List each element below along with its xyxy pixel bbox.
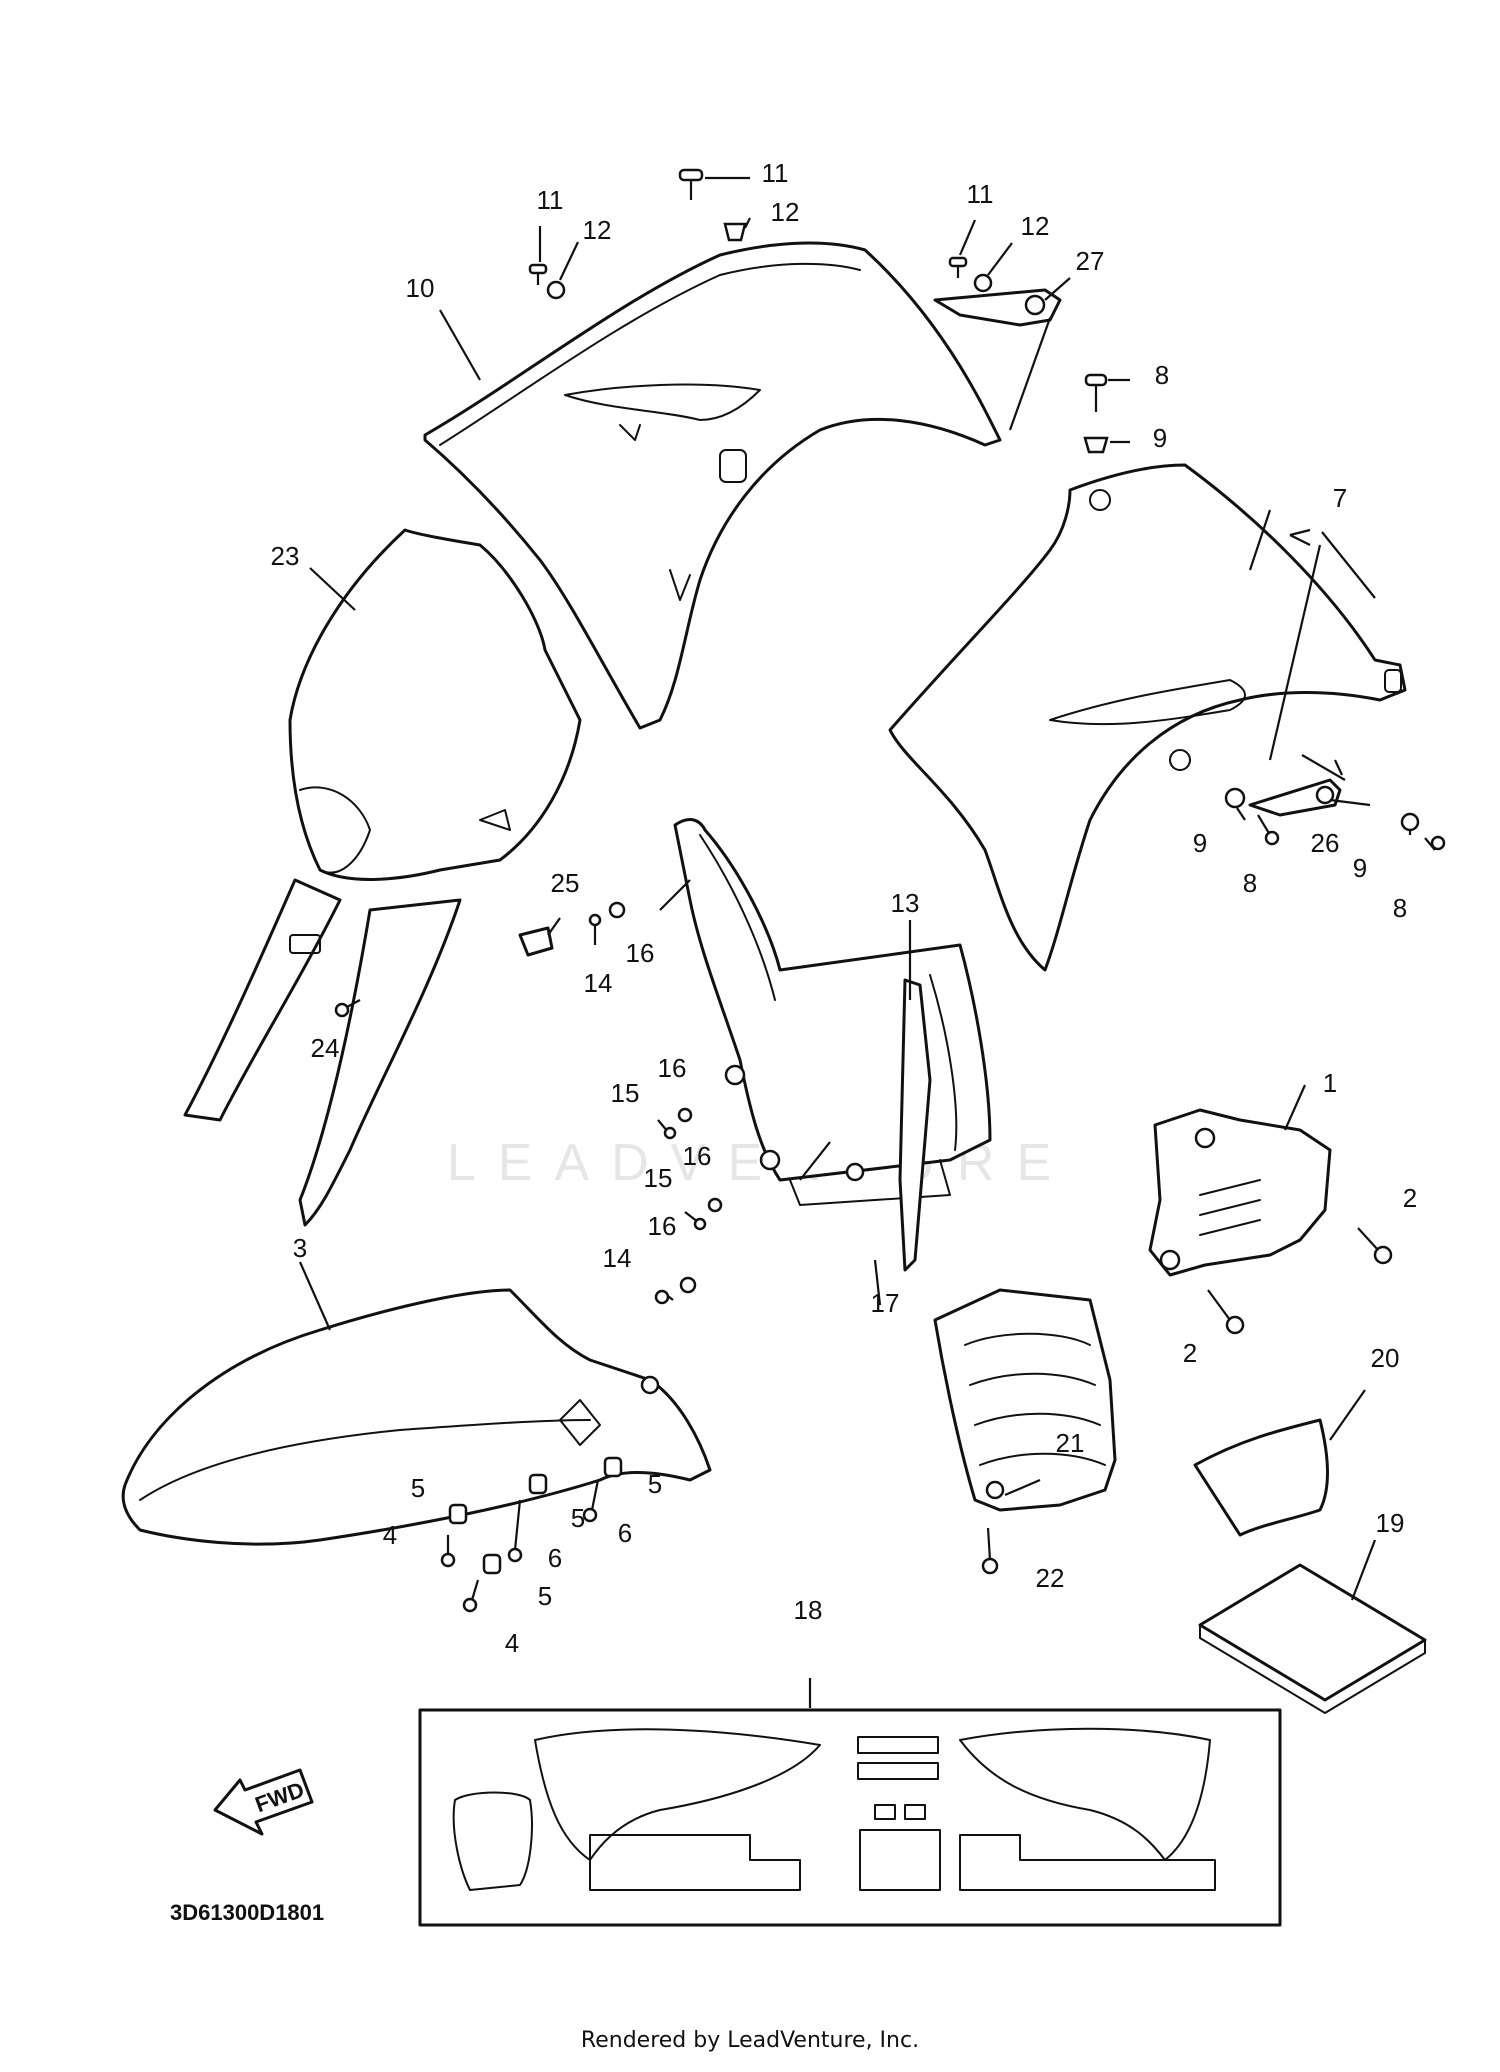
screw-4-a: [440, 1535, 456, 1568]
callout-21: 21: [1056, 1428, 1085, 1458]
callout-19: 19: [1376, 1508, 1405, 1538]
screw-15-b: [684, 1211, 707, 1231]
washer-5-a: [448, 1503, 468, 1525]
screw-4-b: [462, 1579, 480, 1613]
washer-16-a: [677, 1107, 693, 1123]
callout-16a: 16: [626, 938, 655, 968]
callout-6b: 6: [618, 1518, 632, 1548]
washer-16-b: [707, 1197, 723, 1213]
callout-27: 27: [1076, 246, 1105, 276]
fasteners: [334, 168, 1446, 1613]
callout-3: 3: [293, 1233, 307, 1263]
screw-2-a: [1357, 1227, 1393, 1265]
screw-22: [981, 1527, 999, 1575]
screw-11-mid: [678, 168, 704, 200]
washer-12-mid: [723, 222, 747, 242]
callout-9c: 9: [1353, 853, 1367, 883]
part-17-rib: [845, 978, 932, 1272]
fwd-direction-arrow: FWD: [213, 1768, 314, 1836]
part-27-bracket: [933, 288, 1062, 327]
part-21-air-duct: [933, 1288, 1117, 1512]
part-7-side-cowl: [888, 463, 1407, 972]
callout-11c: 11: [967, 179, 994, 209]
washer-16-top: [608, 901, 626, 919]
screw-11-left: [528, 263, 548, 285]
screw-8-top: [1084, 373, 1108, 412]
screw-15-a: [657, 1119, 677, 1140]
washer-9-b: [1400, 812, 1420, 832]
part-23-headlight-cowl: [183, 528, 582, 1227]
leader-lines: [298, 176, 1412, 1708]
screw-6-a: [507, 1499, 523, 1563]
callout-24: 24: [311, 1033, 340, 1063]
callout-5d: 5: [538, 1581, 552, 1611]
part-20-cover: [1193, 1418, 1329, 1537]
callout-5a: 5: [411, 1473, 425, 1503]
callout-16c: 16: [683, 1141, 712, 1171]
callout-11a: 11: [537, 185, 564, 215]
washer-9-top: [1083, 436, 1109, 454]
callout-9a: 9: [1153, 423, 1167, 453]
footer-credit: Rendered by LeadVenture, Inc.: [580, 2028, 920, 2053]
callout-5c: 5: [648, 1469, 662, 1499]
washer-9-a: [1224, 787, 1246, 809]
callout-16d: 16: [648, 1211, 677, 1241]
callout-7: 7: [1333, 483, 1347, 513]
callout-14a: 14: [584, 968, 613, 998]
callout-6a: 6: [548, 1543, 562, 1573]
screw-11-right: [948, 256, 968, 278]
callout-2b: 2: [1183, 1338, 1197, 1368]
callout-8c: 8: [1393, 893, 1407, 923]
part-1-side-cover: [1148, 1108, 1332, 1277]
callout-8b: 8: [1243, 868, 1257, 898]
callout-13: 13: [891, 888, 920, 918]
part-25-clip: [518, 926, 554, 957]
diagram-code: 3D61300D1801: [170, 1900, 325, 1925]
part-18-decal-sheet: [418, 1708, 1282, 1927]
callout-25: 25: [551, 868, 580, 898]
callout-16b: 16: [658, 1053, 687, 1083]
callout-23: 23: [271, 541, 300, 571]
screw-14-top: [588, 913, 602, 945]
callout-5b: 5: [571, 1503, 585, 1533]
callout-9b: 9: [1193, 828, 1207, 858]
callout-26: 26: [1311, 828, 1340, 858]
part-3-front-fender: [121, 1288, 712, 1546]
callout-20: 20: [1371, 1343, 1400, 1373]
washer-16-bottom: [679, 1276, 697, 1294]
callout-4b: 4: [505, 1628, 519, 1658]
screw-8-b: [1424, 835, 1446, 851]
part-26-bracket: [1248, 778, 1342, 817]
callout-12c: 12: [1021, 211, 1050, 241]
callout-8a: 8: [1155, 360, 1169, 390]
callout-4a: 4: [383, 1520, 397, 1550]
washer-12-left: [546, 280, 566, 300]
callout-1: 1: [1323, 1068, 1337, 1098]
screw-24: [334, 999, 361, 1018]
washer-12-right: [973, 273, 993, 293]
part-19-manual: [1198, 1563, 1427, 1714]
callout-22: 22: [1036, 1563, 1065, 1593]
part-10-upper-cowl: [423, 241, 1002, 730]
screw-14-bottom: [654, 1289, 674, 1305]
callout-2a: 2: [1403, 1183, 1417, 1213]
callout-10: 10: [406, 273, 435, 303]
screw-2-b: [1207, 1289, 1245, 1335]
callout-12b: 12: [771, 197, 800, 227]
washer-5-d: [482, 1553, 502, 1575]
washer-5-c: [603, 1456, 623, 1478]
callout-15a: 15: [611, 1078, 640, 1108]
callout-17: 17: [871, 1288, 900, 1318]
callout-12a: 12: [583, 215, 612, 245]
screw-8-a: [1257, 814, 1280, 846]
callout-14b: 14: [603, 1243, 632, 1273]
callout-11b: 11: [762, 158, 789, 188]
washer-5-b: [528, 1473, 548, 1495]
callout-18: 18: [794, 1595, 823, 1625]
screw-6-b: [582, 1479, 600, 1523]
callout-15b: 15: [644, 1163, 673, 1193]
